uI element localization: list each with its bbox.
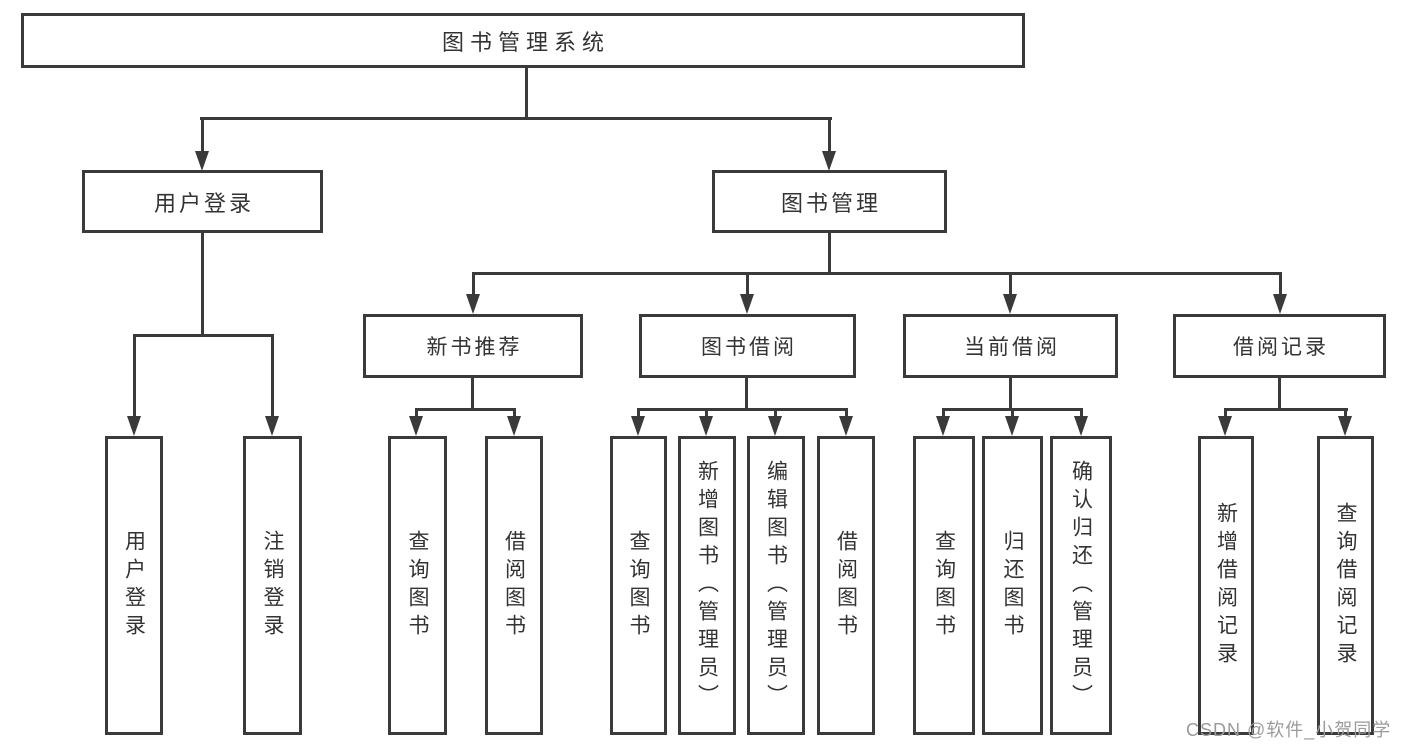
connector-userlogin-stem [201,233,204,337]
arrow-down [1003,294,1017,314]
leaf-borrow-books-recommend: 借阅图书 [485,436,543,735]
connector-line [845,408,848,418]
csdn-watermark: CSDN @软件_小贺同学 [1186,720,1392,740]
connector-line [774,408,777,418]
connector-current-stem [1009,378,1012,411]
arrow-down [936,416,950,436]
leaf-return-books: 归还图书 [982,436,1043,735]
arrow-down [466,294,480,314]
leaf-label: 借阅图书 [834,529,858,642]
leaf-user-login: 用户登录 [105,436,163,735]
connector-newrec-stem [471,378,474,411]
node-current-borrowing: 当前借阅 [903,314,1118,378]
leaf-borrow-books: 借阅图书 [817,436,875,735]
connector-line [828,117,831,153]
connector-borrowing-stem [745,378,748,411]
connector-newrec-splitter [415,408,516,411]
arrow-down [409,416,423,436]
arrow-down [822,151,836,171]
leaf-label: 注销登录 [261,529,284,642]
leaf-confirm-return-admin: 确认归还（管理员） [1050,436,1112,735]
arrow-down [195,151,209,171]
connector-line [1224,408,1227,418]
arrow-down [1273,294,1287,314]
connector-line [201,117,204,153]
leaf-label: 查询图书 [932,529,956,642]
arrow-down [1074,416,1088,436]
connector-line [1344,408,1347,418]
leaf-label: 归还图书 [1001,529,1024,642]
connector-line [472,272,475,296]
arrow-down [839,416,853,436]
connector-line [415,408,418,418]
connector-line [1279,272,1282,296]
leaf-add-books-admin: 新增图书（管理员） [678,436,736,735]
leaf-label: 用户登录 [122,529,146,642]
arrow-down [768,416,782,436]
connector-userlogin-splitter [133,334,274,337]
leaf-label: 新增借阅记录 [1214,501,1238,670]
connector-bookmgmt-splitter [472,272,1282,275]
leaf-label: 编辑图书（管理员） [764,459,788,712]
arrow-down [265,416,279,436]
connector-records-splitter [1224,408,1348,411]
leaf-query-books-current: 查询图书 [913,436,975,735]
arrow-down [507,416,521,436]
connector-records-stem [1278,378,1281,411]
connector-line [271,334,274,418]
node-book-borrowing: 图书借阅 [639,314,856,378]
connector-line [746,272,749,296]
connector-line [513,408,516,418]
leaf-label: 查询图书 [406,529,429,642]
connector-line [942,408,945,418]
leaf-query-books-borrowing: 查询图书 [610,436,667,735]
connector-line [1009,272,1012,296]
node-user-login-branch: 用户登录 [82,170,323,233]
connector-borrowing-splitter [637,408,848,411]
leaf-label: 查询图书 [627,529,650,642]
node-book-management: 图书管理 [712,170,947,233]
node-library-system: 图书管理系统 [21,13,1025,68]
leaf-edit-books-admin: 编辑图书（管理员） [747,436,805,735]
node-new-book-recommend: 新书推荐 [363,314,583,378]
arrow-down [631,416,645,436]
leaf-label: 查询借阅记录 [1334,501,1357,670]
connector-line [1011,408,1014,418]
arrow-down [699,416,713,436]
arrow-down [1338,416,1352,436]
arrow-down [1218,416,1232,436]
node-borrowing-records: 借阅记录 [1173,314,1386,378]
leaf-add-borrow-record: 新增借阅记录 [1198,436,1254,735]
leaf-label: 新增图书（管理员） [695,459,719,712]
leaf-logout: 注销登录 [243,436,302,735]
connector-line [637,408,640,418]
connector-line [1080,408,1083,418]
leaf-query-books-recommend: 查询图书 [388,436,447,735]
connector-line [133,334,136,418]
arrow-down [1005,416,1019,436]
leaf-label: 确认归还（管理员） [1069,459,1093,712]
connector-line [705,408,708,418]
connector-root-stem [525,68,528,120]
connector-bookmgmt-stem [828,233,831,275]
leaf-query-borrow-record: 查询借阅记录 [1317,436,1374,735]
arrow-down [740,294,754,314]
leaf-label: 借阅图书 [502,529,526,642]
connector-root-splitter [200,117,832,120]
arrow-down [127,416,141,436]
